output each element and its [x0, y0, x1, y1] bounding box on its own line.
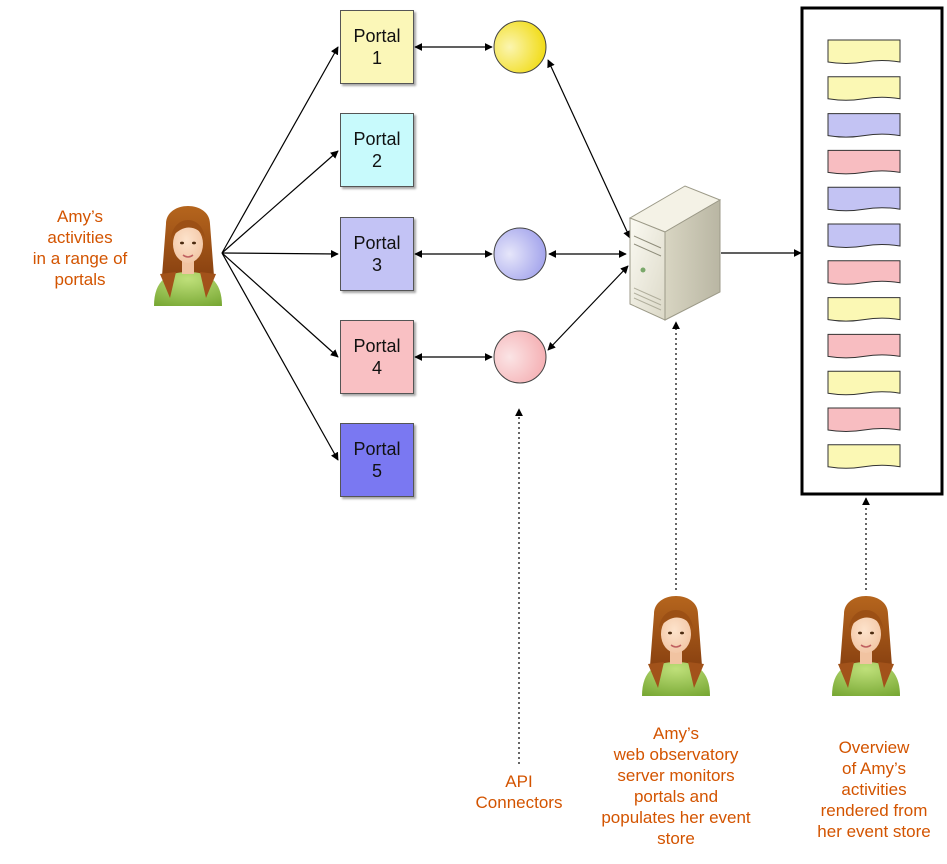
- portal-3-label: Portal: [353, 233, 401, 253]
- activity-arrow-portal-2: [221, 150, 339, 254]
- portal-2-label: Portal: [353, 129, 401, 149]
- portal-5-number: 5: [371, 461, 382, 481]
- portal-4-label: Portal: [353, 336, 401, 356]
- dotted-pointers: [515, 321, 870, 764]
- portal-1-label: Portal: [353, 26, 401, 46]
- caption-overview-line-1: Overview: [838, 738, 910, 757]
- portal-2-number: 2: [371, 151, 382, 171]
- caption-api-connectors-line-1: API: [505, 772, 533, 791]
- caption-api-connectors: API Connectors: [460, 771, 578, 813]
- portal-2-box: Portal 2: [340, 113, 414, 187]
- caption-overview-line-5: her event store: [817, 822, 931, 841]
- event-item: [827, 333, 901, 359]
- caption-overview-line-4: rendered from: [820, 801, 928, 820]
- caption-activities-line-2: activities: [47, 228, 113, 247]
- caption-server-line-2: web observatory: [613, 745, 739, 764]
- link-connector-4-server: [547, 265, 629, 351]
- person-avatar-icon-activities: [153, 205, 223, 307]
- event-item: [827, 149, 901, 175]
- event-item: [827, 113, 901, 138]
- caption-server-line-3: server monitors: [617, 766, 735, 785]
- caption-server-line-1: Amy’s: [653, 724, 699, 743]
- event-item: [827, 76, 901, 101]
- event-item: [827, 444, 901, 469]
- activity-arrow-portal-1: [221, 46, 339, 254]
- portal-4-box: Portal 4: [340, 320, 414, 394]
- caption-activities: Amy’s activities in a range of portals: [20, 206, 140, 290]
- activity-arrow-portal-5: [221, 252, 339, 461]
- activity-arrow-portal-4: [221, 252, 339, 358]
- api-connector-icon-portal-4: [493, 330, 547, 384]
- activity-arrow-portal-3: [221, 249, 339, 258]
- caption-server-line-4: portals and: [633, 787, 719, 806]
- caption-overview-line-3: activities: [841, 780, 907, 799]
- event-item: [827, 223, 901, 248]
- event-item: [827, 370, 901, 396]
- portal-5-box: Portal 5: [340, 423, 414, 497]
- caption-server-line-5: populates her event: [601, 808, 751, 827]
- api-connectors: [493, 20, 547, 384]
- event-item: [827, 297, 901, 322]
- portal-3-number: 3: [371, 255, 382, 275]
- event-item: [827, 186, 901, 212]
- portal-4-number: 4: [371, 358, 382, 378]
- caption-activities-line-3: in a range of: [32, 249, 128, 268]
- portal-connector-links: [414, 43, 493, 361]
- connector-server-links: [547, 59, 631, 351]
- event-item: [827, 39, 901, 64]
- caption-activities-line-4: portals: [54, 270, 106, 289]
- caption-activities-line-1: Amy’s: [57, 207, 103, 226]
- caption-server-line-6: store: [657, 829, 695, 848]
- caption-overview-line-2: of Amy’s: [842, 759, 906, 778]
- server-tower-icon: [628, 185, 722, 321]
- event-store-items: [827, 39, 901, 469]
- caption-overview: Overview of Amy’s activities rendered fr…: [802, 737, 946, 842]
- portal-1-box: Portal 1: [340, 10, 414, 84]
- activity-arrows: [221, 46, 339, 461]
- link-connector-1-server: [547, 59, 631, 239]
- portal-1-number: 1: [371, 48, 382, 68]
- caption-api-connectors-line-2: Connectors: [475, 793, 563, 812]
- event-item: [827, 260, 901, 285]
- event-item: [827, 407, 901, 432]
- portal-5-label: Portal: [353, 439, 401, 459]
- person-avatar-icon-overview: [831, 595, 901, 697]
- api-connector-icon-portal-3: [493, 227, 547, 281]
- portal-3-box: Portal 3: [340, 217, 414, 291]
- caption-server: Amy’s web observatory server monitors po…: [586, 723, 766, 849]
- api-connector-icon-portal-1: [493, 20, 547, 74]
- person-avatar-icon-server: [641, 595, 711, 697]
